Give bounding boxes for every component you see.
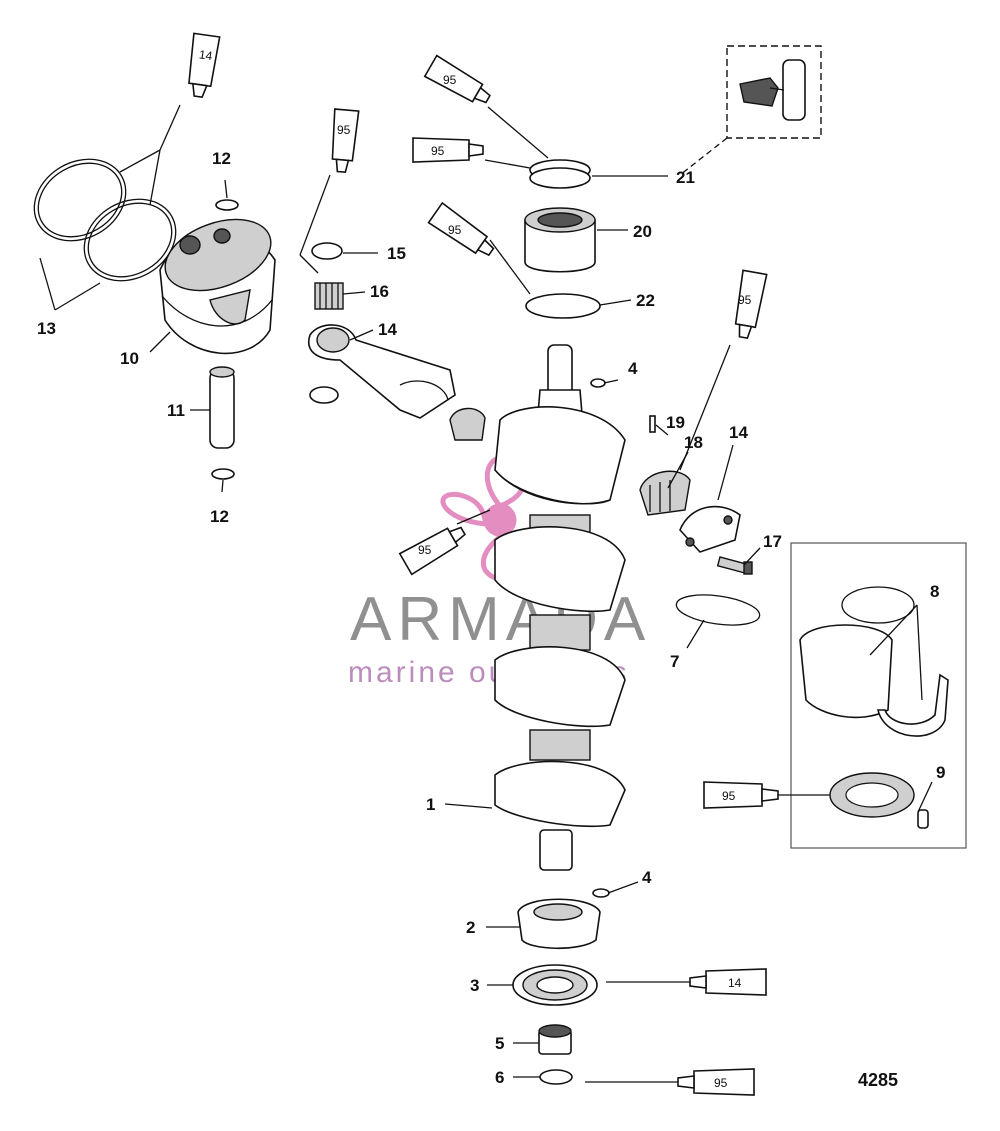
piston-pin	[209, 366, 235, 449]
callout-9: 9	[936, 763, 945, 782]
callout-3: 3	[470, 976, 479, 995]
dowel-pin-19	[649, 415, 656, 433]
callout-4-upper: 4	[628, 359, 638, 378]
tube-14-ball-bearing: 14	[689, 968, 767, 996]
ball-bearing-3	[512, 964, 598, 1006]
tube-95-cage: 95	[734, 269, 768, 340]
callout-10: 10	[120, 349, 139, 368]
tube-95-top: 95	[423, 54, 491, 104]
tube-95-oring: 95	[677, 1068, 755, 1096]
key-4-lower	[592, 888, 610, 898]
rod-bearing-cage	[449, 407, 486, 441]
tube-label: 14	[198, 47, 213, 63]
callout-14-rod: 14	[378, 320, 397, 339]
bearing-group-box	[790, 542, 967, 849]
piston-rings	[33, 158, 177, 282]
bearing-cage-18	[639, 470, 691, 516]
callout-13: 13	[37, 319, 56, 338]
callout-labels: 1 2 3 4 4 5 6 7 8 9 10 11 12 12 13 14 14…	[37, 149, 945, 1087]
callout-17: 17	[763, 532, 782, 551]
callout-22: 22	[636, 291, 655, 310]
tube-95-crank: 95	[398, 526, 466, 576]
retaining-ring-7	[675, 594, 761, 626]
tube-95-needle: 95	[703, 781, 779, 809]
callout-4-lower: 4	[642, 868, 652, 887]
figure-number: 4285	[858, 1070, 898, 1090]
bearing-halves-8	[799, 586, 949, 737]
tube-label: 95	[443, 73, 457, 87]
screw-17	[716, 556, 753, 575]
thrust-washer-lower	[309, 386, 339, 404]
sleeve-5	[538, 1024, 572, 1055]
oring-22	[525, 293, 601, 319]
callout-leaders	[39, 175, 933, 1078]
callout-15: 15	[387, 244, 406, 263]
roller-bearing-20	[524, 207, 596, 273]
pin-retainer-lower	[211, 468, 235, 480]
key-4-upper	[590, 378, 606, 388]
callout-19: 19	[666, 413, 685, 432]
tube-95-bearing: 95	[427, 201, 495, 257]
rod-cap-14	[679, 505, 741, 553]
callout-12-upper: 12	[212, 149, 231, 168]
seal-carrier-2	[517, 898, 601, 950]
tube-label: 95	[431, 144, 445, 158]
tube-label: 95	[714, 1076, 728, 1090]
piston	[159, 218, 276, 355]
callout-2: 2	[466, 918, 475, 937]
callout-6: 6	[495, 1068, 504, 1087]
oring-6	[539, 1069, 573, 1085]
callout-5: 5	[495, 1034, 504, 1053]
callout-16: 16	[370, 282, 389, 301]
seal-21	[529, 159, 591, 189]
tube-14-top-left: 14	[188, 32, 221, 99]
tube-label: 95	[418, 543, 432, 557]
tube-label: 95	[337, 123, 351, 137]
tube-95-seal: 95	[412, 137, 484, 163]
tube-label: 95	[722, 789, 736, 803]
tube-label: 95	[448, 223, 462, 237]
callout-21: 21	[676, 168, 695, 187]
callout-1: 1	[426, 795, 435, 814]
callout-14-cap: 14	[729, 423, 748, 442]
callout-7: 7	[670, 652, 679, 671]
callout-12-lower: 12	[210, 507, 229, 526]
callout-8: 8	[930, 582, 939, 601]
tube-95-piston: 95	[331, 108, 360, 174]
callout-20: 20	[633, 222, 652, 241]
connecting-rod	[308, 324, 456, 419]
tube-label: 14	[728, 976, 742, 990]
detail-inset-21	[679, 45, 822, 176]
callout-18: 18	[684, 433, 703, 452]
tube-label: 95	[738, 293, 752, 307]
wrist-pin-bearing	[314, 282, 344, 310]
pin-retainer-upper	[215, 199, 239, 211]
callout-11: 11	[167, 401, 185, 420]
crankshaft	[494, 344, 626, 871]
tube-leader-lines	[119, 104, 830, 1083]
thrust-washer-upper	[311, 242, 343, 260]
needle-bearings-9	[829, 772, 929, 829]
